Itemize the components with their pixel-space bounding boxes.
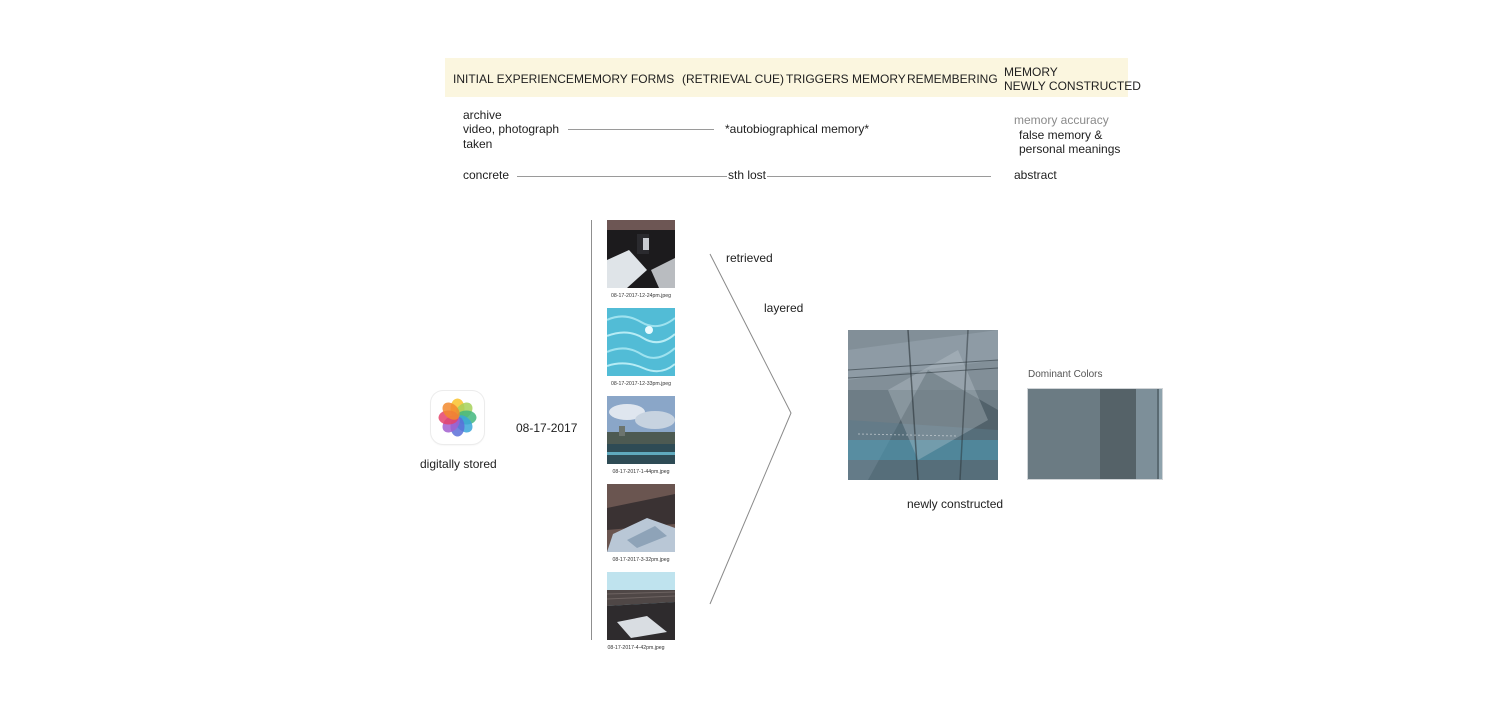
stage-triggers-memory: TRIGGERS MEMORY [786,72,906,86]
dominant-color-swatch [1100,389,1136,479]
photo-caption-5: 08-17-2017-4-42pm.jpeg [607,645,665,651]
timeline-line [591,220,592,640]
dominant-color-swatch [1136,389,1157,479]
dominant-colors-title: Dominant Colors [1028,369,1103,380]
video-photograph-label: video, photograph [463,122,560,136]
stage-memory: MEMORY [1004,65,1058,79]
dominant-color-swatch [1159,389,1162,479]
newly-constructed-label: newly constructed [907,497,1004,511]
retrieved-label: retrieved [726,251,773,265]
photos-app-icon [431,391,484,444]
taken-label: taken [463,137,493,151]
false-memory-label: false memory & [1019,128,1103,142]
photo-caption-1: 08-17-2017-12-24pm.jpeg [611,293,671,299]
dominant-colors-palette [1028,389,1162,479]
autobiographical-memory-label: *autobiographical memory* [725,122,870,136]
digitally-stored-label: digitally stored [420,457,497,471]
photo-caption-2: 08-17-2017-12-33pm.jpeg [611,381,671,387]
photo-thumbnail-3 [607,396,675,464]
photo-thumbnail-5 [607,572,675,640]
converge-chevron [709,253,792,605]
dominant-color-swatch [1028,389,1100,479]
personal-meanings-label: personal meanings [1019,142,1121,156]
dominant-color-swatch [1157,389,1159,479]
abstract-label: abstract [1014,168,1057,182]
photo-thumbnail-1 [607,220,675,288]
photo-caption-4: 08-17-2017-3-32pm.jpeg [612,557,670,563]
layered-composite-image [848,330,998,480]
memory-accuracy-label: memory accuracy [1014,113,1109,127]
photos-flower-icon [438,398,477,437]
stage-header-band [445,58,1128,97]
stage-retrieval-cue: (RETRIEVAL CUE) [682,72,785,86]
stage-newly-constructed: NEWLY CONSTRUCTED [1004,79,1141,93]
concrete-label: concrete [463,168,510,182]
photo-thumbnail-2 [607,308,675,376]
stage-remembering: REMEMBERING [907,72,998,86]
date-label: 08-17-2017 [516,421,578,435]
layered-label: layered [764,301,804,315]
photo-caption-3: 08-17-2017-1-44pm.jpeg [612,469,670,475]
stage-initial-experience: INITIAL EXPERIENCE [453,72,574,86]
photo-thumbnail-4 [607,484,675,552]
archive-label: archive [463,108,502,122]
process-connector-line [568,129,714,130]
sth-lost-label: sth lost [727,168,768,183]
stage-memory-forms: MEMORY FORMS [574,72,675,86]
